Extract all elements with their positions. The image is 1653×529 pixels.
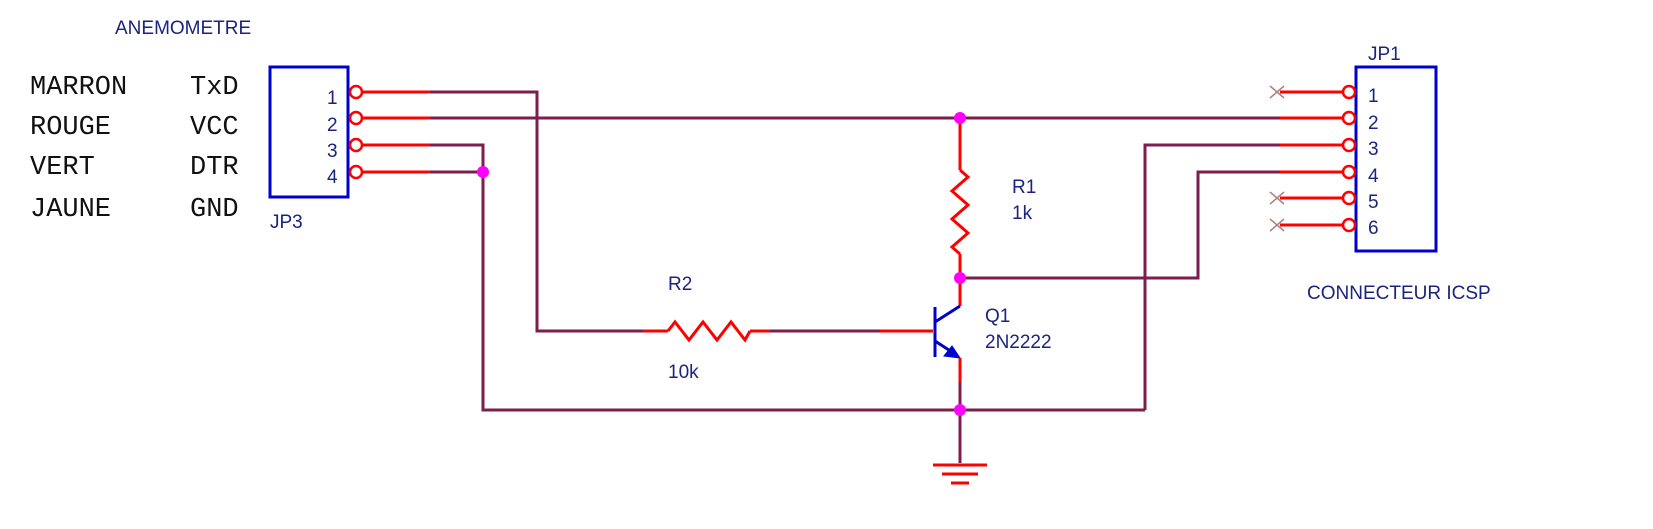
transistor-q1: Q1 2N2222 [880,304,1052,382]
q1-part: 2N2222 [985,332,1052,353]
jp3-pin-3 [348,137,364,153]
jp3-connector: 1 2 3 4 JP3 [268,65,430,233]
wire-jp1-pin4 [960,170,1280,280]
jp1-body [1354,65,1438,253]
r1-value: 1k [1012,203,1033,224]
jp1-pin-6-label: 6 [1368,218,1379,239]
jp1-pin-3 [1341,137,1357,153]
jp1-pin-2-label: 2 [1368,113,1379,134]
r1-ref: R1 [1012,177,1036,198]
legend-color-1: MARRON [30,73,127,103]
jp3-pin-2 [348,110,364,126]
jp1-pin-4-label: 4 [1368,166,1379,187]
r2-value: 10k [668,362,699,383]
jp3-pin-3-label: 3 [327,141,338,162]
junction-dtr-gnd [477,166,489,178]
jp3-pin-4-label: 4 [327,167,338,188]
wire-gnd [430,170,1145,412]
no-connect-pin-5 [1269,191,1285,205]
resistor-r2: R2 10k [643,274,770,383]
q1-ref: Q1 [985,306,1010,327]
legend-signal-1: TxD [190,73,239,103]
legend-signal-2: VCC [190,113,239,143]
jp3-pin-4 [348,164,364,180]
legend-color-3: VERT [30,153,95,183]
jp1-pin-5-label: 5 [1368,192,1379,213]
q1-emitter-arrow [943,345,962,359]
r2-ref: R2 [668,274,692,295]
wires [430,90,1280,463]
junction-collector [954,272,966,284]
jp1-pin-1-label: 1 [1368,86,1379,107]
jp3-pin-1-label: 1 [327,88,338,109]
legend-signal-4: GND [190,195,239,225]
jp3-pin-1 [348,84,364,100]
r1-body [949,168,971,256]
legend-color-2: ROUGE [30,113,111,143]
jp1-pin-1 [1341,84,1357,100]
jp1-caption: CONNECTEUR ICSP [1307,283,1491,304]
wire-txd [430,90,643,333]
wire-jp1-pin3 [1143,143,1280,410]
resistor-r1: R1 1k [949,118,1036,306]
jp1-pin-6 [1341,217,1357,233]
jp1-pin-3-label: 3 [1368,139,1379,160]
wire-legend: MARRON TxD ROUGE VCC VERT DTR JAUNE GND [30,73,239,225]
no-connect-pin-1 [1269,85,1285,99]
ground-icon [933,463,987,485]
schematic-title: ANEMOMETRE [115,18,251,39]
junction-ground [954,404,966,416]
junctions [477,112,966,416]
jp1-pin-5 [1341,190,1357,206]
jp1-pin-2 [1341,110,1357,126]
jp1-ref: JP1 [1368,44,1401,65]
legend-signal-3: DTR [190,153,239,183]
no-connect-pin-6 [1269,218,1285,232]
jp1-pin-4 [1341,164,1357,180]
wire-dtr [430,143,485,172]
jp3-pin-2-label: 2 [327,115,338,136]
junction-vcc [954,112,966,124]
r2-body [666,319,752,343]
jp3-body [268,65,350,199]
q1-collector [934,304,961,324]
legend-color-4: JAUNE [30,195,111,225]
jp1-connector: JP1 1 2 3 4 5 6 CONNECTEUR ICSP [1269,44,1491,304]
jp3-ref: JP3 [270,212,303,233]
